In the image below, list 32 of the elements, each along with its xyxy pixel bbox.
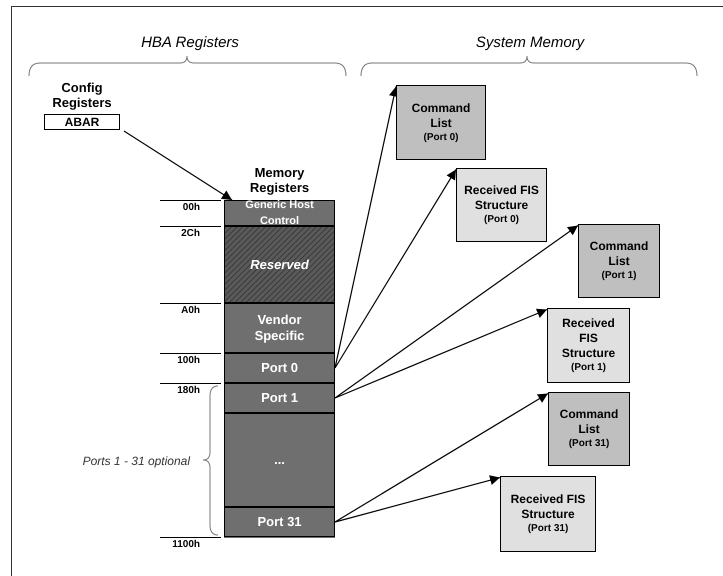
arrow <box>334 169 457 368</box>
register-region: Port 0 <box>224 353 335 383</box>
reserved-region: Reserved <box>224 226 335 303</box>
arrow <box>124 130 232 200</box>
range-label: Ports 1 - 31 optional <box>82 453 190 470</box>
fis-structure-box: Received FIS Structure (Port 1) <box>547 308 630 383</box>
register-region: Generic Host Control <box>224 200 335 226</box>
address-label: 2Ch <box>160 226 221 240</box>
register-region: Port 1 <box>224 383 335 413</box>
address-label: 180h <box>160 383 221 397</box>
register-column <box>224 200 335 538</box>
address-label: 1100h <box>160 537 221 551</box>
arrow <box>334 475 500 523</box>
section-title: System Memory <box>474 33 586 53</box>
fis-structure-box: Received FIS Structure (Port 31) <box>500 476 596 552</box>
arrow <box>334 225 578 398</box>
command-list-box: Command List (Port 31) <box>548 392 630 466</box>
address-label: A0h <box>160 303 221 317</box>
register-region: Vendor Specific <box>224 303 335 353</box>
address-label: 100h <box>160 353 221 367</box>
fis-structure-box: Received FIS Structure (Port 0) <box>456 168 547 242</box>
register-region: ... <box>224 413 335 507</box>
section-title: HBA Registers <box>140 33 240 53</box>
box-heading: Config Registers <box>51 80 113 110</box>
arrow <box>334 308 548 399</box>
arrow <box>334 392 548 523</box>
register-region: Port 31 <box>224 507 335 537</box>
address-label: 00h <box>160 200 221 214</box>
command-list-box: Command List (Port 1) <box>578 224 660 298</box>
register-box: ABAR <box>44 114 120 130</box>
command-list-box: Command List (Port 0) <box>396 85 486 160</box>
column-heading: Memory Registers <box>248 165 310 195</box>
